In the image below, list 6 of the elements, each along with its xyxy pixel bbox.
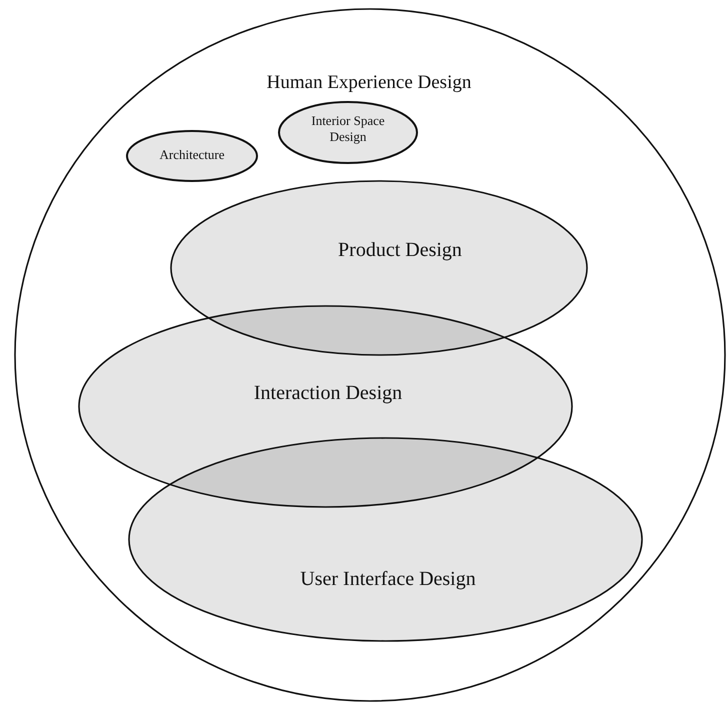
ellipse-label: Interior Space Design — [310, 113, 386, 144]
ellipse-label: Interaction Design — [252, 381, 404, 405]
ellipse-label: Product Design — [337, 238, 463, 262]
ellipse-label: User Interface Design — [299, 567, 477, 591]
circle-title: Human Experience Design — [266, 72, 472, 95]
ellipse-label: Architecture — [158, 147, 226, 163]
